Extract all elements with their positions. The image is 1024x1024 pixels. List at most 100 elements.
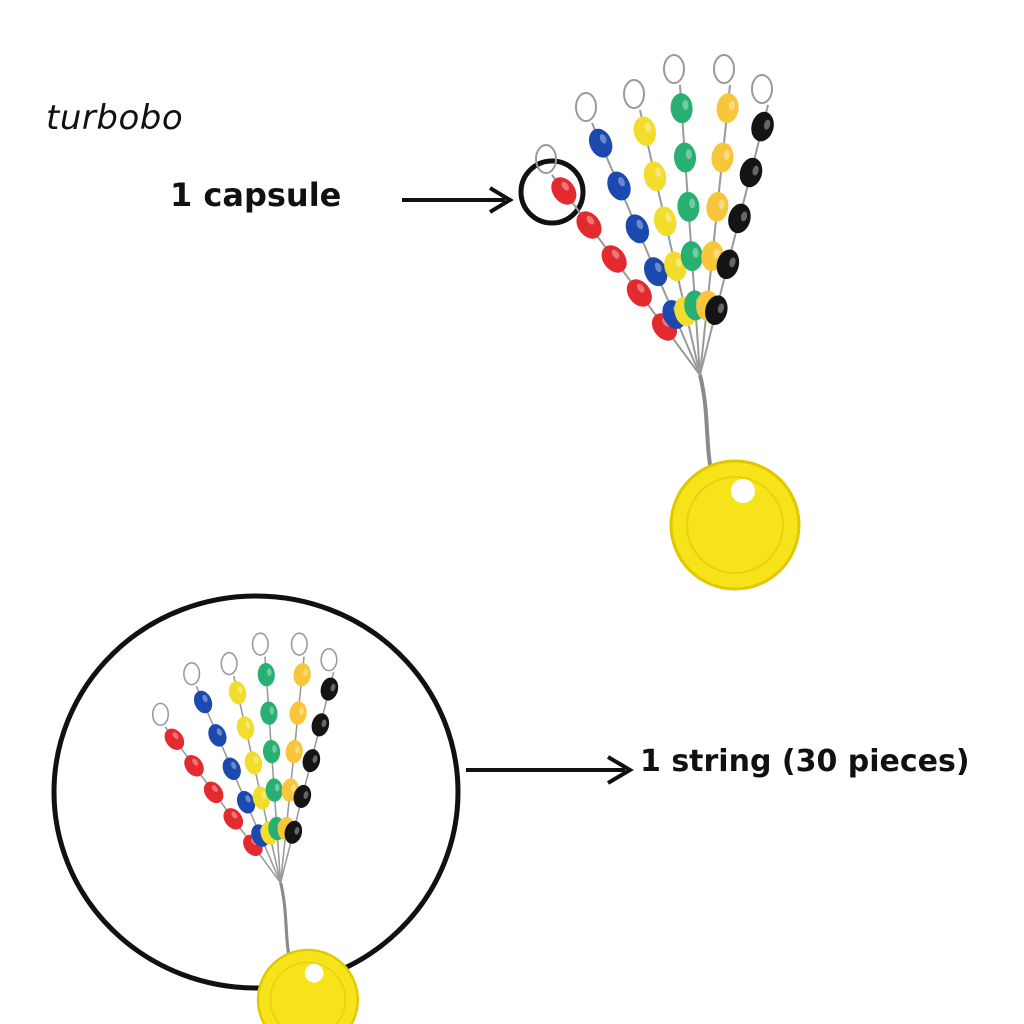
capsule-arrow	[402, 186, 514, 214]
bead-highlight	[299, 707, 304, 716]
bead	[285, 739, 303, 764]
bead	[576, 211, 602, 239]
bead	[244, 751, 263, 775]
bead	[236, 716, 255, 740]
bead-highlight	[729, 257, 736, 268]
strand-wire	[279, 672, 335, 883]
string-label: 1 string (30 pieces)	[640, 744, 970, 779]
bead-highlight	[261, 791, 267, 799]
bead	[228, 681, 247, 705]
string-highlight-circle	[51, 593, 461, 991]
bead	[705, 295, 728, 325]
bead	[677, 191, 700, 222]
float-hole	[731, 479, 755, 503]
bead-highlight	[272, 745, 277, 753]
bead	[716, 249, 740, 280]
wire-loop	[575, 92, 597, 122]
bead-highlight	[303, 791, 309, 799]
bead-highlight	[717, 303, 725, 314]
wire-loop	[623, 79, 645, 109]
wire-loop	[713, 54, 735, 84]
bead-highlight	[723, 149, 730, 160]
bead-highlight	[718, 199, 725, 210]
bead	[673, 142, 697, 173]
product-bottom	[151, 632, 359, 1024]
string-arrow	[466, 755, 634, 785]
bead-highlight	[303, 668, 308, 677]
bead-highlight	[231, 761, 237, 770]
strand-wire	[679, 84, 701, 376]
float-disc	[669, 459, 801, 591]
bead-highlight	[330, 683, 336, 692]
bead-highlight	[611, 249, 620, 259]
bead-highlight	[237, 685, 243, 694]
bead-highlight	[740, 211, 748, 222]
bead	[551, 177, 577, 205]
wire-loop	[251, 632, 269, 656]
bead-highlight	[764, 119, 771, 130]
bead	[644, 257, 668, 287]
bead	[302, 749, 321, 773]
wire-loop	[751, 74, 773, 104]
bead	[184, 755, 204, 777]
bead-highlight	[728, 100, 735, 111]
bead-highlight	[291, 784, 296, 792]
bead-highlight	[245, 720, 251, 729]
bead	[711, 142, 734, 173]
bead	[601, 245, 627, 273]
bead	[670, 93, 693, 124]
bead-highlight	[294, 826, 300, 835]
bead	[633, 116, 657, 147]
brand-logo: turbobo	[46, 98, 184, 138]
bead	[222, 757, 241, 781]
bead-highlight	[231, 811, 238, 819]
bead	[607, 171, 631, 201]
bead-highlight	[192, 758, 199, 766]
bead-highlight	[599, 134, 607, 144]
strand-wire	[551, 174, 701, 376]
bead-highlight	[266, 668, 272, 677]
strand-wire	[699, 84, 731, 376]
bead-highlight	[644, 122, 652, 133]
float-disc	[256, 948, 359, 1024]
bead-highlight	[211, 785, 218, 793]
strand-wire	[639, 109, 701, 376]
bead-highlight	[274, 783, 280, 792]
bead	[626, 279, 652, 307]
bead	[320, 677, 339, 701]
bead	[262, 739, 281, 764]
bead	[203, 781, 224, 804]
bead-highlight	[561, 181, 570, 191]
bead-highlight	[685, 149, 692, 160]
bead	[751, 111, 774, 142]
bead	[293, 784, 312, 808]
bead	[293, 663, 311, 687]
strand-wire	[233, 675, 282, 883]
bead	[311, 713, 330, 737]
bead	[236, 790, 256, 814]
strand-wire	[195, 685, 282, 884]
strand-wire	[591, 122, 701, 376]
bead-highlight	[675, 257, 682, 268]
bead-highlight	[253, 756, 259, 764]
bead-highlight	[655, 167, 662, 178]
bead-highlight	[682, 99, 689, 110]
bead	[643, 161, 667, 192]
bead	[739, 157, 763, 188]
bead	[625, 214, 650, 244]
bead-highlight	[202, 694, 208, 703]
bead	[208, 724, 227, 747]
wire-loop	[151, 702, 170, 727]
bead-highlight	[586, 215, 595, 225]
bead-highlight	[752, 165, 759, 176]
bead	[653, 206, 677, 237]
bead	[284, 820, 303, 844]
bead-highlight	[269, 706, 275, 715]
bead-highlight	[312, 755, 318, 763]
wire-loop	[290, 632, 308, 656]
strand-wire	[279, 656, 305, 883]
wire-loop	[220, 651, 238, 676]
capsule-highlight-circle	[518, 158, 586, 226]
